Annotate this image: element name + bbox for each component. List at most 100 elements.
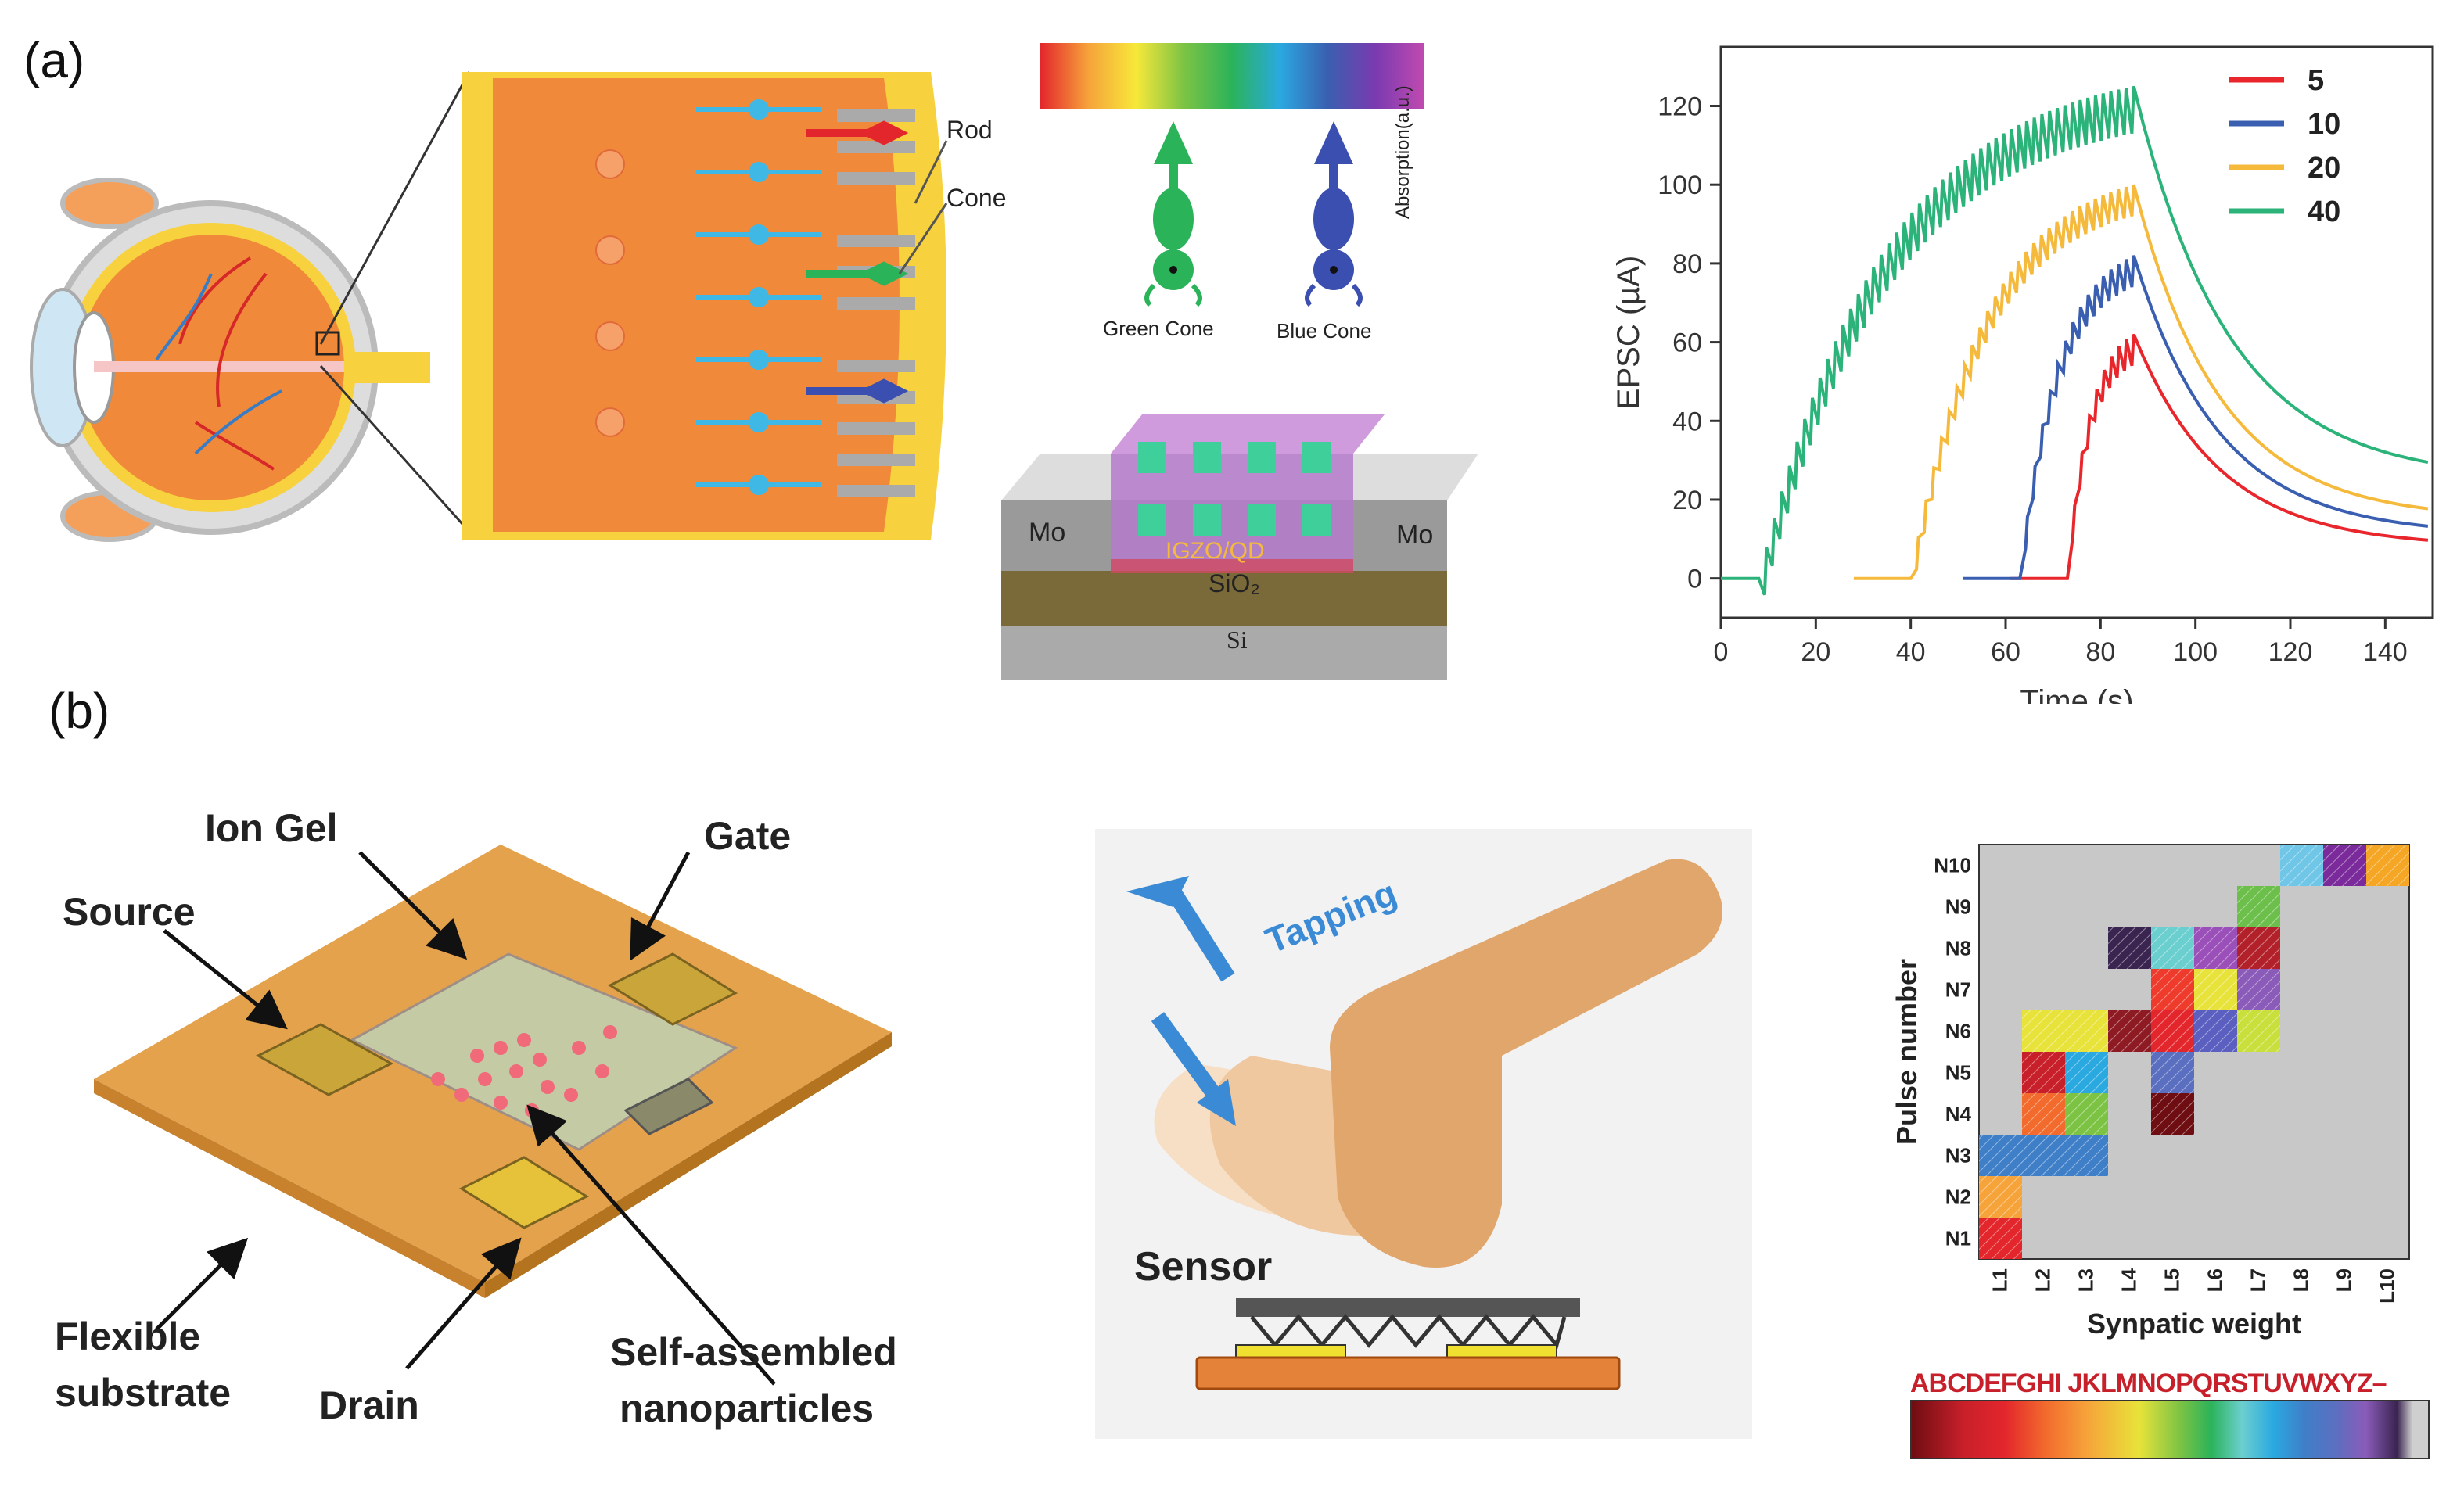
legend-label-5: 5 <box>2308 64 2324 97</box>
heatmap-cell-hatch <box>2366 845 2409 886</box>
heatmap-cell-hatch <box>2065 1010 2108 1052</box>
igzo-qd-label: IGZO/QD <box>1166 538 1265 564</box>
nanoparticles-label: nanoparticles <box>620 1386 875 1430</box>
x-tick-label: L9 <box>2333 1268 2356 1292</box>
green-cone-icon <box>1144 121 1202 307</box>
y-tick-label: N10 <box>1934 854 1971 877</box>
flexible-label: Flexible <box>55 1315 201 1358</box>
y-tick-label: N2 <box>1945 1185 1971 1209</box>
y-tick-label: 120 <box>1658 92 1702 122</box>
heatmap-cell-hatch <box>2151 1052 2194 1093</box>
x-tick-label: L5 <box>2160 1268 2184 1292</box>
letters-legend-text: ABCDEFGHI JKLMNOPQRSTUVWXYZ– <box>1910 1368 2387 1398</box>
x-tick-label: L2 <box>2031 1268 2055 1292</box>
heatmap-cell-hatch <box>2022 1010 2065 1052</box>
ion-gel-label: Ion Gel <box>205 806 338 850</box>
heatmap-cell-hatch <box>2108 927 2151 969</box>
retina-cross-section <box>462 72 948 540</box>
eyelid-top <box>60 178 159 229</box>
y-tick-label: 0 <box>1687 565 1702 594</box>
x-tick-label: L7 <box>2247 1268 2270 1292</box>
heatmap-cell-hatch <box>2194 969 2237 1010</box>
legend-label-10: 10 <box>2308 108 2340 141</box>
x-tick-label: 60 <box>1991 637 2020 667</box>
heatmap-cell-hatch <box>2065 1052 2108 1093</box>
y-tick-label: N5 <box>1945 1061 1971 1085</box>
series-line-20 <box>1853 184 2429 580</box>
drain-label: Drain <box>319 1383 419 1427</box>
x-tick-label: L1 <box>1988 1268 2012 1292</box>
gate-label: Gate <box>704 814 792 858</box>
heatmap-cell-hatch <box>1979 1135 2022 1176</box>
heatmap-cell-hatch <box>2151 927 2194 969</box>
heatmap-cell-hatch <box>2065 1135 2108 1176</box>
x-tick-label: 100 <box>2173 637 2218 667</box>
x-tick-label: 0 <box>1714 637 1729 667</box>
y-tick-label: N6 <box>1945 1020 1971 1043</box>
y-tick-label: 20 <box>1672 486 1702 515</box>
green-cone-label: Green Cone <box>1103 317 1214 340</box>
x-tick-label: 80 <box>2085 637 2115 667</box>
heatmap-cell-hatch <box>2194 927 2237 969</box>
sensor-label: Sensor <box>1134 1244 1273 1290</box>
nanoparticles-cluster <box>431 1025 617 1117</box>
legend-label-40: 40 <box>2308 195 2340 228</box>
ion-gel-device <box>94 845 892 1298</box>
series-line-40 <box>1721 85 2429 596</box>
heatmap-cell-hatch <box>2151 969 2194 1010</box>
heatmap-cell-hatch <box>2194 1010 2237 1052</box>
y-tick-label: 100 <box>1658 170 1702 200</box>
optic-nerve <box>344 352 430 383</box>
heatmap-cell-hatch <box>2323 845 2366 886</box>
tapping-arrows <box>1126 876 1236 1126</box>
heatmap-cell-hatch <box>1979 1176 2022 1218</box>
heatmap-cell-hatch <box>2237 1010 2280 1052</box>
blue-cone-icon <box>1305 121 1363 307</box>
y-tick-label: N7 <box>1945 978 1971 1002</box>
heatmap-cell-hatch <box>2237 969 2280 1010</box>
heatmap-cell-hatch <box>2237 927 2280 969</box>
rod-label: Rod <box>946 116 993 144</box>
tapping-illustration <box>1126 859 1722 1390</box>
heatmap-cell-hatch <box>2065 1093 2108 1135</box>
heatmap-cell-hatch <box>2151 1010 2194 1052</box>
x-axis-label: Synpatic weight <box>2087 1307 2301 1340</box>
series-line-10 <box>1963 255 2429 580</box>
sensor-top-layer <box>1236 1298 1580 1317</box>
device-arrows <box>155 851 776 1386</box>
x-tick-label: 40 <box>1896 637 1926 667</box>
panel-label-b: (b) <box>48 683 110 739</box>
heatmap-cell-hatch <box>2237 886 2280 927</box>
zoom-lines <box>319 71 471 533</box>
cone-label: Cone <box>946 184 1007 212</box>
x-tick-label: 140 <box>2363 637 2408 667</box>
heatmap-cell-hatch <box>2151 1093 2194 1135</box>
heatmap-cell-hatch <box>2022 1093 2065 1135</box>
cone-icons <box>1144 121 1363 307</box>
y-tick-label: N8 <box>1945 937 1971 960</box>
heatmap-cell-hatch <box>2022 1135 2065 1176</box>
igzo-qd-device <box>1001 414 1478 680</box>
absorption-label: Absorption(a.u.) <box>1392 85 1413 219</box>
y-tick-label: 80 <box>1672 249 1702 279</box>
self-assembled-label: Self-assembled <box>610 1330 897 1374</box>
spectrum-bar <box>1040 43 1424 109</box>
legend-label-20: 20 <box>2308 152 2340 185</box>
heatmap-cell-hatch <box>2022 1052 2065 1093</box>
heatmap-cell-hatch <box>2280 845 2323 886</box>
finger-shape <box>1330 859 1722 1268</box>
x-tick-label: L3 <box>2074 1268 2098 1292</box>
sensor-substrate <box>1195 1356 1621 1390</box>
heatmap-cell-hatch <box>1979 1218 2022 1259</box>
y-tick-label: N9 <box>1945 895 1971 919</box>
substrate-label: substrate <box>55 1371 232 1415</box>
series-line-5 <box>2010 333 2429 580</box>
eye-illustration <box>30 178 430 542</box>
x-axis-label: Time (s) <box>2020 684 2133 704</box>
plot-frame <box>1719 45 2434 619</box>
mo-left-label: Mo <box>1029 518 1066 547</box>
panel-label-a: (a) <box>23 32 85 88</box>
mo-right-label: Mo <box>1396 520 1434 550</box>
